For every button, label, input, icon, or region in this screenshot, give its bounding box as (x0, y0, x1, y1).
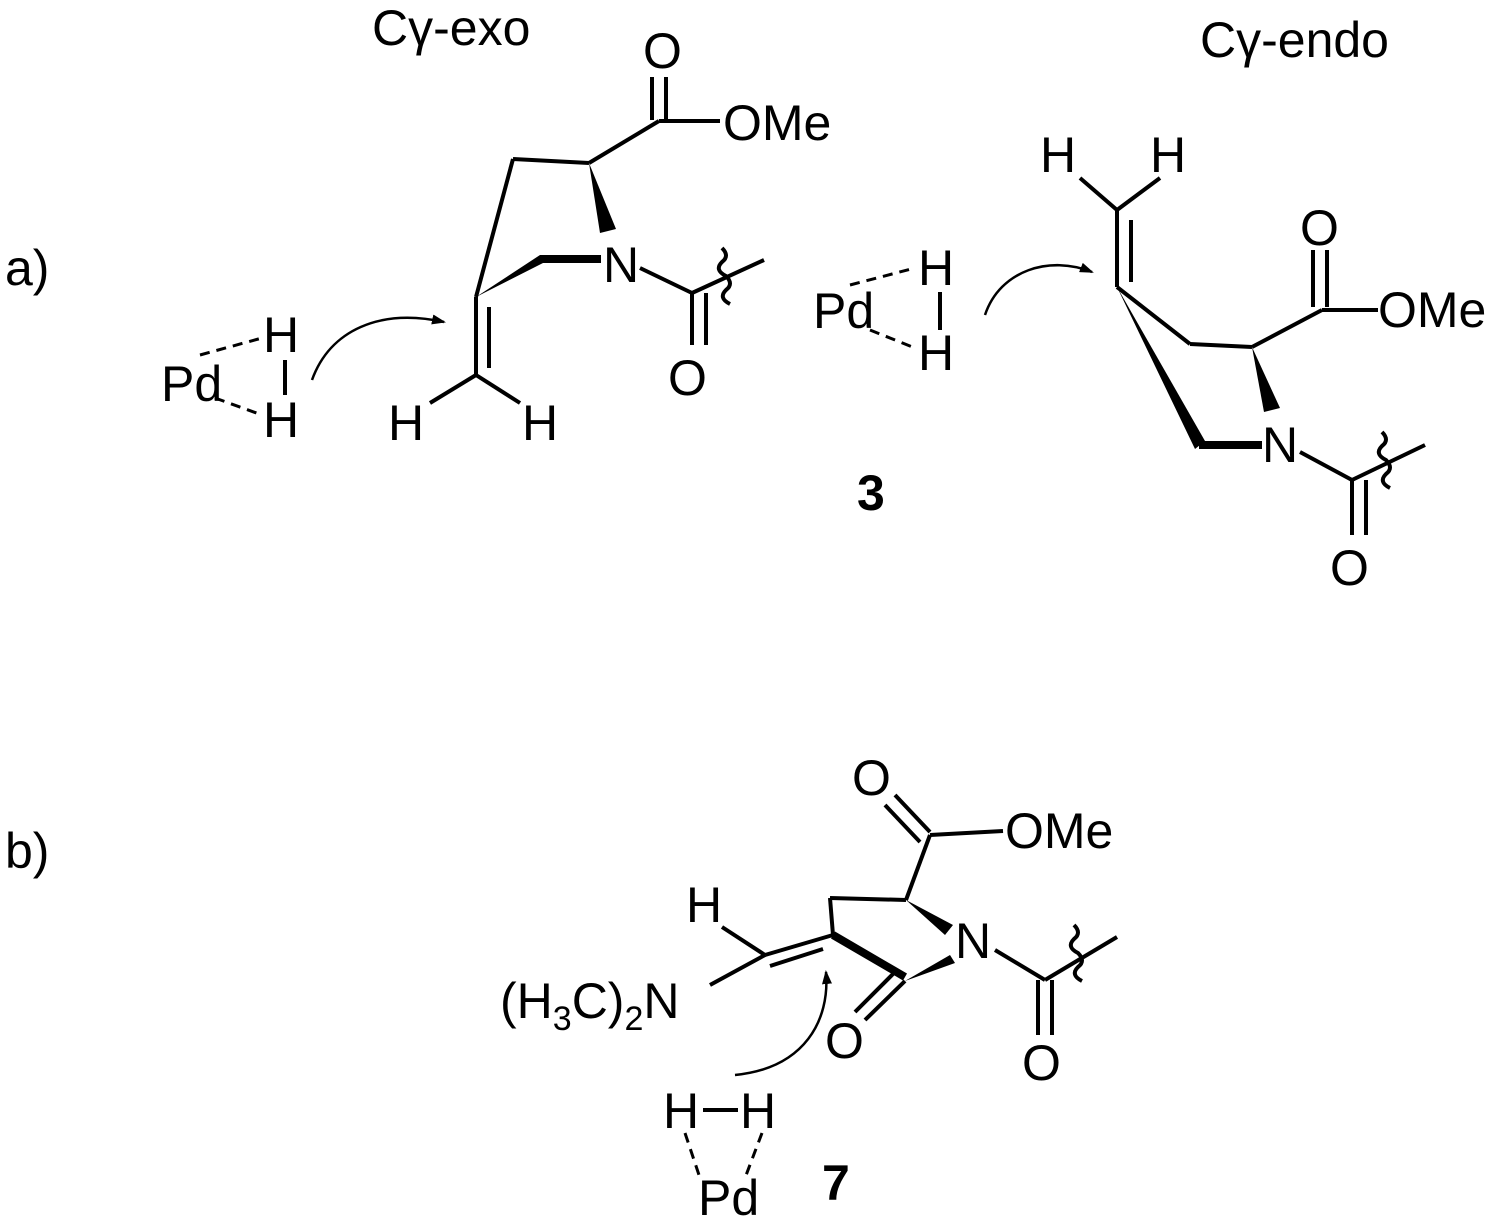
endo-carbonyl-o: O (1300, 200, 1339, 256)
exo-h-bottom: H (263, 392, 299, 448)
exo-n: N (603, 237, 639, 293)
endo-attack-arrow (983, 262, 1094, 316)
endo-ome: OMe (1378, 282, 1486, 338)
b-h-left: H (663, 1083, 699, 1139)
b-ring-wedge (905, 955, 955, 981)
panel-a-label: a) (5, 240, 49, 296)
exo-h-top: H (263, 307, 299, 363)
exo-wavy-bond (716, 246, 732, 306)
b-attack-arrow (734, 970, 832, 1077)
exo-pd: Pd (161, 356, 222, 412)
exo-vinyl-h-left: H (388, 395, 424, 451)
endo-vinyl-h-right: H (1150, 127, 1186, 183)
b-ome: OMe (1005, 803, 1113, 859)
exo-proline-structure: O OMe N H H O (388, 23, 831, 451)
b-wavy-bond (1068, 923, 1084, 983)
endo-proline-structure: H H O OMe N O (1040, 127, 1486, 596)
exo-carbonyl-o: O (643, 23, 682, 79)
exo-ome: OMe (723, 95, 831, 151)
endo-n: N (1262, 417, 1298, 473)
b-h-right: H (740, 1083, 776, 1139)
enaminone-structure: O OMe N H (H3C)2N O O (500, 750, 1119, 1091)
exo-pd-h2: Pd H H (161, 307, 446, 448)
exo-attack-arrow (310, 314, 446, 381)
endo-alpha-wedge (1252, 347, 1280, 412)
exo-ring-wedge (476, 255, 543, 297)
b-amide-o: O (1022, 1035, 1061, 1091)
endo-wavy-bond (1376, 430, 1392, 490)
b-vinyl-h: H (686, 877, 722, 933)
compound-3-label: 3 (857, 465, 885, 521)
endo-amide-o: O (1330, 540, 1369, 596)
exo-vinyl-h-right: H (522, 395, 558, 451)
exo-title: Cγ-exo (372, 0, 530, 56)
b-lactam-o: O (825, 1013, 864, 1069)
exo-alpha-wedge (589, 163, 616, 233)
endo-pd: Pd (813, 283, 874, 339)
endo-title: Cγ-endo (1200, 12, 1389, 68)
endo-ring-wedge (1117, 287, 1205, 449)
exo-amide-o: O (668, 350, 707, 406)
endo-h-top: H (918, 240, 954, 296)
b-alpha-wedge (906, 900, 953, 935)
compound-7-label: 7 (822, 1155, 850, 1211)
b-n: N (955, 913, 991, 969)
endo-h-bottom: H (918, 325, 954, 381)
endo-pd-h2: Pd H H (813, 240, 1094, 381)
endo-vinyl-h-left: H (1040, 127, 1076, 183)
b-dimethylamino: (H3C)2N (500, 973, 679, 1038)
panel-b-label: b) (5, 823, 49, 879)
b-carbonyl-o: O (852, 750, 891, 806)
b-pd-h2: H H Pd (663, 970, 832, 1224)
b-pd: Pd (698, 1170, 759, 1224)
